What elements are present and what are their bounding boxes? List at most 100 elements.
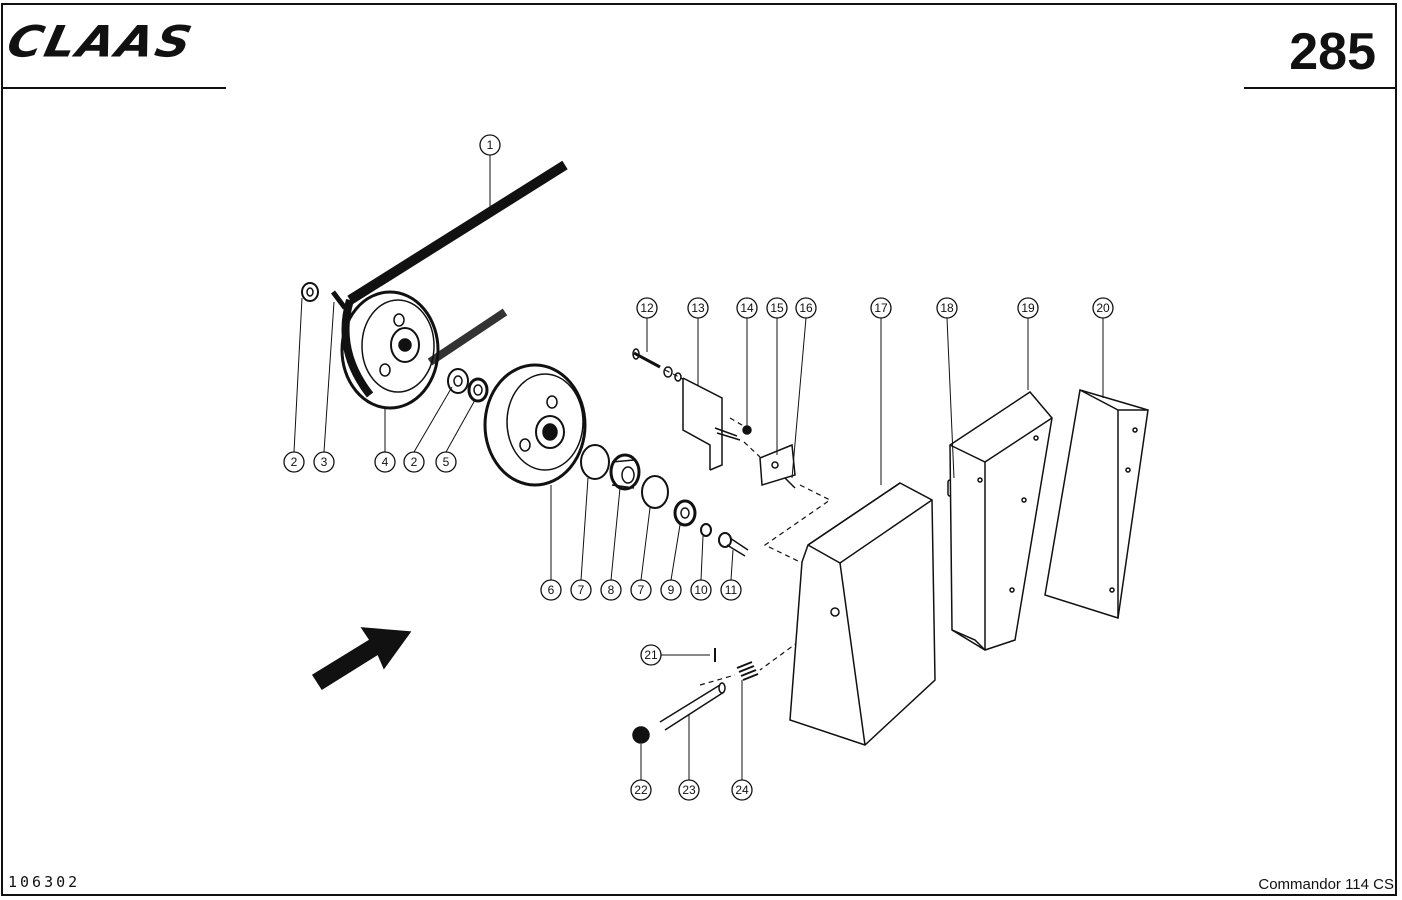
- callout-22: 22: [630, 779, 652, 801]
- spring-24: [736, 661, 759, 681]
- bush-2: [301, 282, 319, 302]
- callout-5: 5: [435, 451, 457, 473]
- callout-circle: [1017, 297, 1039, 319]
- callout-7: 7: [570, 579, 592, 601]
- callout-1: 1: [479, 134, 501, 156]
- guard-19: [949, 391, 1053, 651]
- callout-circle: [736, 297, 758, 319]
- callout-circle: [766, 297, 788, 319]
- circlip-7b: [641, 475, 669, 509]
- bolt-12: [632, 348, 682, 382]
- callout-number: 6: [548, 583, 555, 597]
- callout-circle: [600, 579, 622, 601]
- nut-14: [742, 425, 752, 435]
- callout-number: 2: [411, 455, 418, 469]
- callout-circle: [403, 451, 425, 473]
- v-belt: [341, 160, 568, 398]
- plate-15: [759, 443, 796, 486]
- page-number: 285: [1289, 23, 1376, 81]
- pulley-6: [483, 363, 587, 487]
- callout-number: 2: [291, 455, 298, 469]
- ring-5: [467, 377, 489, 403]
- callout-10: 10: [690, 579, 712, 601]
- callout-number: 17: [874, 301, 888, 315]
- callout-circle: [630, 779, 652, 801]
- callout-circle: [731, 779, 753, 801]
- washer-10: [700, 523, 712, 537]
- callout-13: 13: [687, 297, 709, 319]
- callout-number: 1: [487, 138, 494, 152]
- leader-lines: [293, 154, 1104, 780]
- circlip-7: [580, 444, 610, 480]
- direction-arrow: [311, 627, 412, 691]
- callout-circle: [636, 297, 658, 319]
- callout-4: 4: [374, 451, 396, 473]
- callout-number: 9: [668, 583, 675, 597]
- callout-circle: [640, 644, 662, 666]
- callout-circle: [374, 451, 396, 473]
- callout-7: 7: [630, 579, 652, 601]
- callout-circle: [283, 451, 305, 473]
- callout-circle: [660, 579, 682, 601]
- callout-18: 18: [936, 297, 958, 319]
- header-rule-left: [2, 87, 226, 89]
- callout-8: 8: [600, 579, 622, 601]
- key-3: [331, 290, 347, 310]
- callout-14: 14: [736, 297, 758, 319]
- callout-9: 9: [660, 579, 682, 601]
- callout-15: 15: [766, 297, 788, 319]
- callout-6: 6: [540, 579, 562, 601]
- callout-number: 11: [725, 583, 738, 597]
- callout-11: 11: [720, 579, 742, 601]
- callout-circle: [720, 579, 742, 601]
- callout-number: 24: [735, 783, 749, 797]
- callout-circle: [1092, 297, 1114, 319]
- callout-circle: [870, 297, 892, 319]
- spacer-9: [673, 499, 697, 527]
- callout-20: 20: [1092, 297, 1114, 319]
- callout-circle: [690, 579, 712, 601]
- callout-circle: [570, 579, 592, 601]
- callout-16: 16: [795, 297, 817, 319]
- callout-19: 19: [1017, 297, 1039, 319]
- callout-circle: [435, 451, 457, 473]
- callout-number: 15: [770, 301, 784, 315]
- callout-number: 21: [644, 648, 658, 662]
- callout-number: 5: [443, 455, 450, 469]
- callout-17: 17: [870, 297, 892, 319]
- callout-2: 2: [403, 451, 425, 473]
- callout-number: 20: [1096, 301, 1110, 315]
- callout-12: 12: [636, 297, 658, 319]
- page-frame: [1, 3, 1397, 896]
- bracket-13: [682, 377, 741, 471]
- channel-20: [1044, 389, 1149, 619]
- drawing-code: 106302: [8, 873, 81, 891]
- pin-16: [784, 477, 796, 489]
- callout-3: 3: [313, 451, 335, 473]
- callout-23: 23: [678, 779, 700, 801]
- callout-number: 3: [321, 455, 328, 469]
- callout-circle: [936, 297, 958, 319]
- callout-number: 13: [691, 301, 705, 315]
- callout-number: 12: [640, 301, 654, 315]
- callout-number: 16: [799, 301, 813, 315]
- callout-number: 22: [634, 783, 648, 797]
- callout-21: 21: [640, 644, 662, 666]
- callout-circle: [540, 579, 562, 601]
- bearing-8: [609, 453, 641, 491]
- callout-circle: [678, 779, 700, 801]
- callout-circle: [313, 451, 335, 473]
- callout-number: 10: [694, 583, 708, 597]
- callout-number: 8: [608, 583, 615, 597]
- callout-circle: [687, 297, 709, 319]
- pulley-4: [340, 290, 440, 410]
- knob-22: [632, 726, 650, 744]
- callout-number: 7: [578, 583, 585, 597]
- model-name: Commandor 114 CS: [1258, 876, 1394, 893]
- callout-24: 24: [731, 779, 753, 801]
- callout-number: 18: [940, 301, 954, 315]
- bolt-11: [718, 532, 749, 557]
